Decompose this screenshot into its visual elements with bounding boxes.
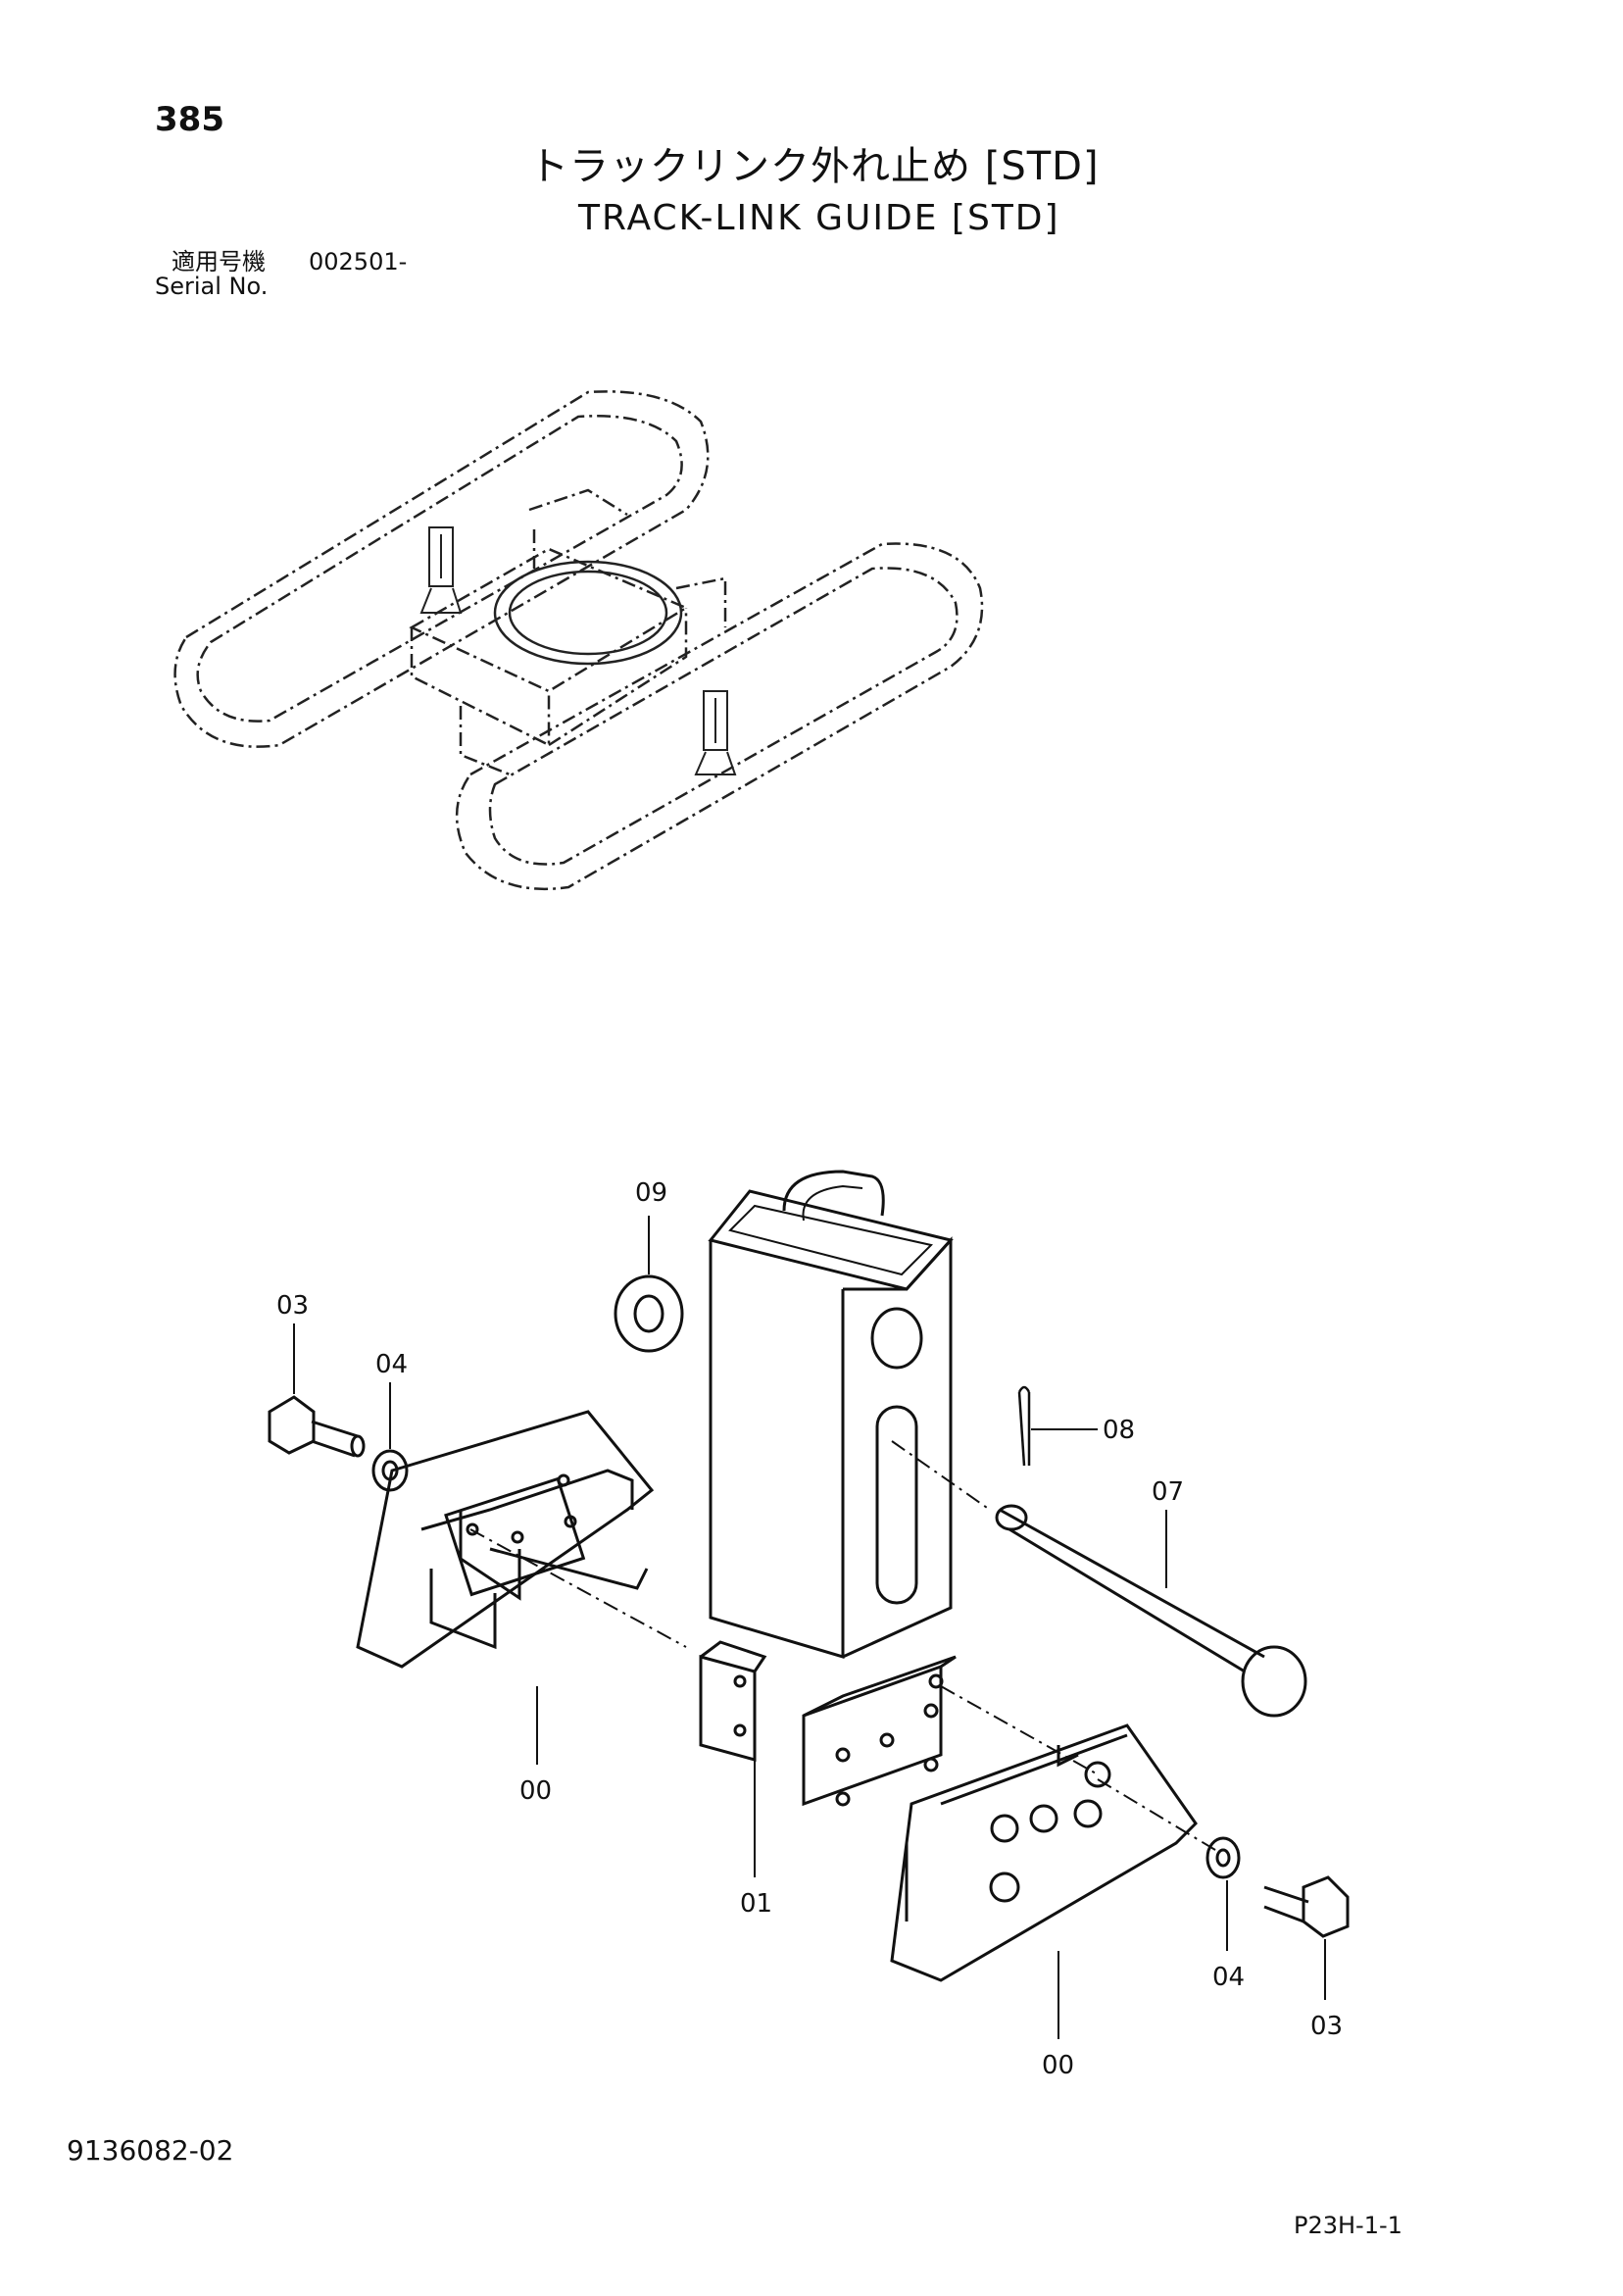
right-track-loop	[455, 542, 984, 891]
swing-ring-outer	[493, 560, 683, 666]
callout-04-right: 04	[1212, 1963, 1245, 1992]
leader-lines	[293, 1216, 1326, 2039]
callout-04-left: 04	[375, 1350, 408, 1379]
callout-00-right: 00	[1042, 2051, 1074, 2080]
page-number: 385	[155, 100, 224, 139]
guide-marker-left	[419, 526, 463, 614]
callout-labels: 09 03 04 08 07 00 01 04 03 00	[276, 1178, 1343, 2080]
center-frame	[409, 488, 727, 776]
callout-01: 01	[740, 1889, 772, 1919]
page-title-japanese: トラックリンク外れ止め [STD]	[529, 144, 1100, 189]
left-track-loop	[173, 390, 710, 748]
callout-00-left: 00	[519, 1776, 552, 1806]
callout-03-left: 03	[276, 1291, 309, 1321]
callout-07: 07	[1152, 1477, 1184, 1507]
callout-09: 09	[635, 1178, 667, 1208]
washer-04-right	[1205, 1836, 1241, 1879]
undercarriage-overview	[173, 390, 984, 891]
callout-08: 08	[1103, 1416, 1135, 1445]
page-code: P23H-1-1	[1294, 2212, 1402, 2239]
bolt-03-left	[268, 1395, 366, 1458]
assembly-lines	[469, 1440, 1221, 1854]
guide-marker-right	[694, 690, 737, 775]
swing-ring-inner	[508, 570, 668, 656]
serial-label-japanese: 適用号機	[172, 248, 266, 275]
serial-label-english: Serial No.	[155, 273, 269, 300]
exploded-view	[268, 1170, 1350, 2039]
pin-07	[995, 1504, 1307, 1718]
washer-04-left	[371, 1449, 409, 1492]
washer-09	[614, 1274, 684, 1353]
bracket-00-left	[356, 1410, 655, 1669]
serial-number: 002501-	[309, 248, 408, 275]
callout-03-right: 03	[1310, 2012, 1343, 2041]
split-pin-08	[1017, 1385, 1031, 1467]
page-title-english: TRACK-LINK GUIDE [STD]	[578, 198, 1060, 238]
guide-post-01	[699, 1170, 957, 1807]
document-number: 9136082-02	[67, 2134, 234, 2167]
bracket-00-right	[890, 1723, 1198, 1982]
bolt-03-right	[1263, 1875, 1350, 1938]
